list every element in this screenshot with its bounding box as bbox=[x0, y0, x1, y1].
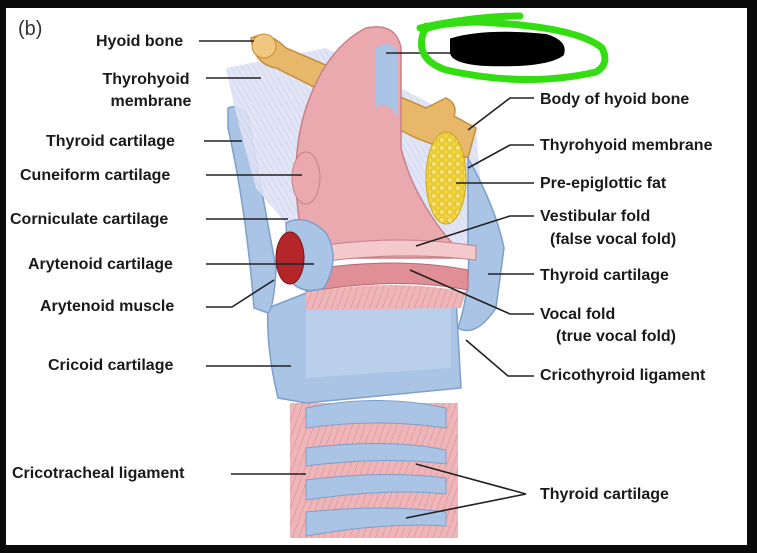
label-arytenoid-muscle: Arytenoid muscle bbox=[40, 298, 175, 315]
label-cricoid-cartilage: Cricoid cartilage bbox=[48, 357, 174, 374]
label-cricothyroid-ligament: Cricothyroid ligament bbox=[540, 367, 706, 384]
label-thyrohyoid-membrane-right: Thyrohyoid membrane bbox=[540, 137, 713, 154]
vocal-folds bbox=[305, 239, 477, 310]
label-arytenoid-cartilage: Arytenoid cartilage bbox=[28, 256, 173, 273]
larynx-illustration bbox=[199, 12, 609, 538]
pre-epiglottic-fat-shape bbox=[425, 131, 467, 225]
label-cricotracheal-ligament: Cricotracheal ligament bbox=[12, 465, 185, 482]
leader-lines-right bbox=[386, 52, 534, 519]
panel-label: (b) bbox=[18, 18, 43, 40]
redaction-scribble bbox=[450, 31, 565, 67]
label-pre-epiglottic-fat: Pre-epiglottic fat bbox=[540, 175, 667, 192]
diagram-panel: (b) Hyoid bone Thyrohyoid membrane Thyro… bbox=[6, 8, 747, 545]
label-hyoid-bone: Hyoid bone bbox=[96, 33, 184, 50]
label-thyroid-cartilage-bottom: Thyroid cartilage bbox=[540, 486, 669, 503]
trachea bbox=[290, 400, 458, 538]
label-thyroid-cartilage-left: Thyroid cartilage bbox=[46, 133, 175, 150]
label-thyrohyoid-membrane-left-2: membrane bbox=[110, 93, 192, 110]
label-thyroid-cartilage-right: Thyroid cartilage bbox=[540, 267, 669, 284]
label-vestibular-fold-1: Vestibular fold bbox=[540, 208, 651, 225]
label-vocal-fold-1: Vocal fold bbox=[540, 306, 616, 323]
arytenoid-complex bbox=[275, 151, 334, 292]
label-cuneiform-cartilage: Cuneiform cartilage bbox=[20, 167, 171, 184]
label-corniculate-cartilage: Corniculate cartilage bbox=[10, 211, 169, 228]
leader-lines-left bbox=[199, 40, 314, 475]
green-annotation-circle bbox=[416, 12, 609, 84]
label-vestibular-fold-2: (false vocal fold) bbox=[550, 231, 677, 248]
label-body-of-hyoid-bone: Body of hyoid bone bbox=[540, 91, 690, 108]
label-thyrohyoid-membrane-left-1: Thyrohyoid bbox=[102, 71, 190, 88]
label-vocal-fold-2: (true vocal fold) bbox=[556, 328, 677, 345]
cricoid-cartilage-shape bbox=[266, 292, 462, 404]
